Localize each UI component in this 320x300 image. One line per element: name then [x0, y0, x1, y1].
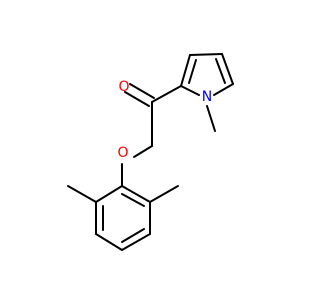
bond-methyl-right	[149, 185, 179, 203]
bond-benzene-c1-c2	[95, 185, 123, 203]
bond-carbonyl-co-2	[124, 91, 150, 107]
molecule-canvas: O O N	[67, 53, 234, 251]
atom-label-group: O O N	[117, 79, 212, 161]
atom-label-oxygen-carbonyl: O	[118, 79, 129, 95]
structure-drawing: O O N	[67, 53, 234, 251]
bond-pyrrole-c2-c3	[180, 54, 191, 87]
bond-benzene-c6-c1-inner	[121, 193, 145, 207]
bond-carbonyl-co-1	[129, 83, 155, 99]
bond-benzene-c4-c5-inner	[121, 228, 145, 243]
bond-carbonyl-pyrrole	[151, 85, 182, 103]
bond-pyrrole-c4-c5	[221, 53, 234, 85]
bond-ch2-oether	[133, 145, 153, 158]
bond-pyrrole-c2-c3-inner	[188, 59, 197, 84]
bond-benzene-c6-c1	[121, 185, 151, 203]
bond-pyrrole-c3-c4	[189, 53, 223, 56]
bond-benzene-c4-c5	[121, 233, 151, 251]
bond-n-methyl	[206, 105, 216, 132]
bond-pyrrole-n-c2	[180, 85, 200, 96]
bond-benzene-c3-c4	[95, 233, 123, 251]
atom-label-nitrogen: N	[202, 89, 212, 105]
bond-pyrrole-c5-n	[213, 83, 234, 96]
atom-label-oxygen-ether: O	[117, 145, 128, 161]
bond-group	[67, 53, 234, 251]
bond-methyl-left	[67, 185, 97, 203]
bond-pyrrole-c4-c5-inner	[215, 58, 226, 84]
